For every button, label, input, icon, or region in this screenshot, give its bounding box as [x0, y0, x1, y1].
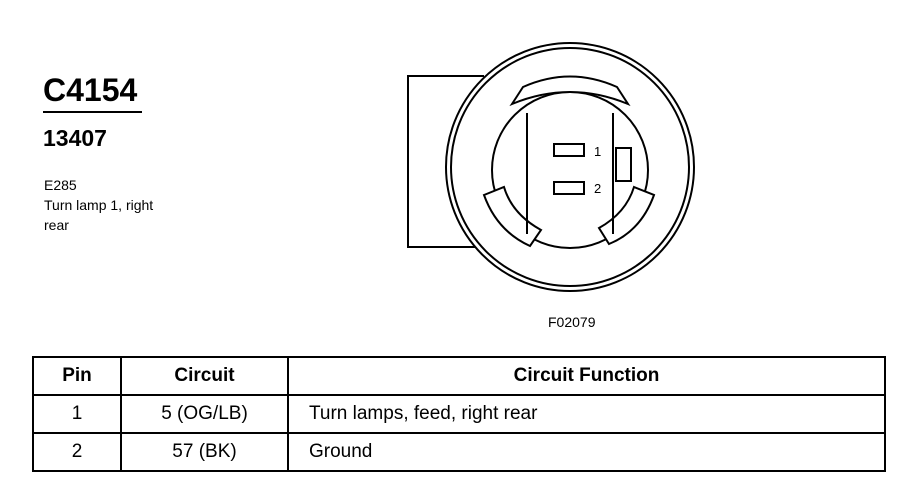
circuit-cell: 5 (OG/LB) — [120, 394, 289, 434]
pin-2-label: 2 — [594, 181, 601, 196]
function-cell: Ground — [287, 432, 886, 472]
title-underline — [43, 111, 142, 113]
top-locking-tab — [509, 75, 631, 107]
description-line: rear — [44, 217, 69, 233]
figure-code: F02079 — [548, 314, 596, 330]
table-row: 1 5 (OG/LB) Turn lamps, feed, right rear — [32, 394, 886, 434]
pin-cell: 2 — [32, 432, 122, 472]
function-cell: Turn lamps, feed, right rear — [287, 394, 886, 434]
pin-1-label: 1 — [594, 144, 601, 159]
description-line: E285 — [44, 177, 77, 193]
table-row: 2 57 (BK) Ground — [32, 432, 886, 472]
pin-cell: 1 — [32, 394, 122, 434]
connector-description: E285 Turn lamp 1, right rear — [44, 175, 204, 235]
pin-2-terminal — [553, 181, 585, 195]
pin-1-terminal — [553, 143, 585, 157]
connector-outer-ring-inner — [450, 47, 690, 287]
part-number: 13407 — [43, 125, 107, 151]
header-circuit: Circuit — [120, 356, 289, 396]
pin-table: Pin Circuit Circuit Function 1 5 (OG/LB)… — [32, 356, 886, 472]
description-line: Turn lamp 1, right — [44, 197, 154, 213]
header-pin: Pin — [32, 356, 122, 396]
circuit-cell: 57 (BK) — [120, 432, 289, 472]
connector-id: C4154 — [43, 72, 138, 108]
header-circuit-function: Circuit Function — [287, 356, 886, 396]
polarization-key — [615, 147, 632, 182]
table-header-row: Pin Circuit Circuit Function — [32, 356, 886, 396]
connector-housing — [407, 75, 484, 248]
